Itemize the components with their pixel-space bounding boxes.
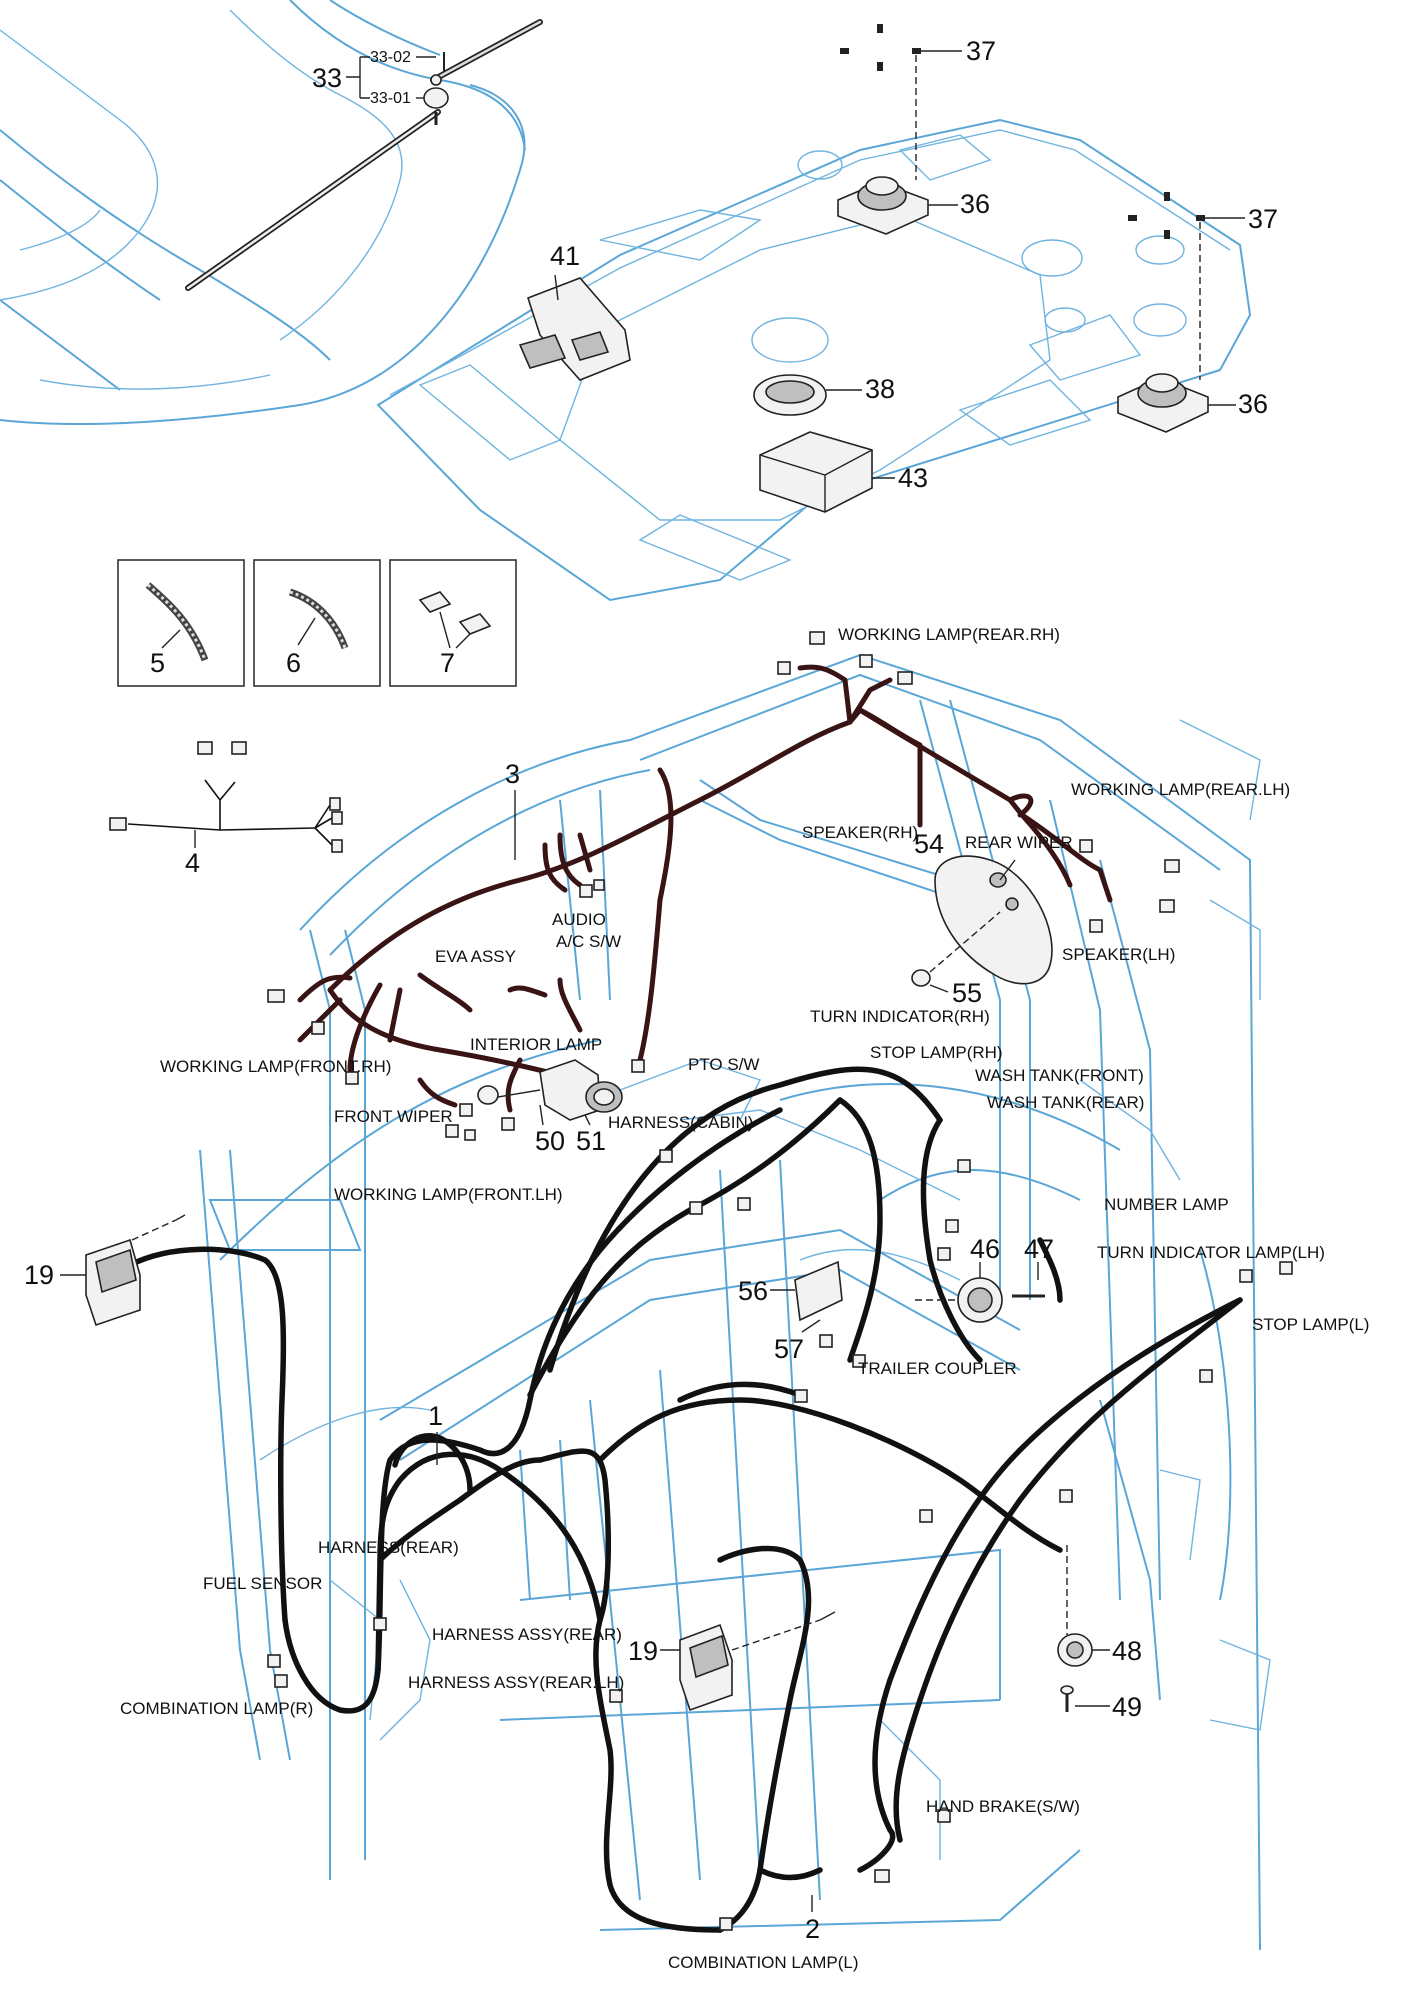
labels: WORKING LAMP(REAR.RH) WORKING LAMP(REAR.… bbox=[120, 625, 1369, 1972]
label-wash-tank-front: WASH TANK(FRONT) bbox=[975, 1066, 1144, 1085]
part-43-module-box: 43 bbox=[759, 431, 928, 513]
svg-text:6: 6 bbox=[286, 648, 301, 678]
svg-text:38: 38 bbox=[865, 374, 895, 404]
svg-text:1: 1 bbox=[428, 1401, 443, 1431]
part-36-speaker-top: 36 bbox=[837, 176, 990, 235]
label-hand-brake-sw: HAND BRAKE(S/W) bbox=[926, 1797, 1080, 1816]
svg-text:19: 19 bbox=[628, 1636, 658, 1666]
svg-text:36: 36 bbox=[1238, 389, 1268, 419]
svg-text:37: 37 bbox=[1248, 204, 1278, 234]
part-38-ceiling-lamp: 38 bbox=[753, 374, 895, 416]
label-audio: AUDIO bbox=[552, 910, 606, 929]
part-19-combination-lamp-left: 19 bbox=[24, 1214, 186, 1327]
svg-text:54: 54 bbox=[914, 829, 944, 859]
inset-part-5: 5 bbox=[117, 559, 245, 687]
part-41-control-unit: 41 bbox=[518, 241, 631, 381]
label-harness-assy-rear: HARNESS ASSY(REAR) bbox=[432, 1625, 622, 1644]
label-combination-lamp-r: COMBINATION LAMP(R) bbox=[120, 1699, 313, 1718]
svg-text:7: 7 bbox=[440, 648, 455, 678]
antenna bbox=[185, 19, 543, 291]
label-harness-rear: HARNESS(REAR) bbox=[318, 1538, 459, 1557]
part-3-cabin-harness bbox=[297, 664, 1113, 1113]
svg-text:46: 46 bbox=[970, 1234, 1000, 1264]
label-working-lamp-front-lh: WORKING LAMP(FRONT.LH) bbox=[334, 1185, 563, 1204]
cab-frame bbox=[199, 653, 1271, 1951]
part-56-relay-module: 56 bbox=[738, 1260, 843, 1322]
callout-1: 1 bbox=[428, 1401, 443, 1465]
part-46-horn: 46 bbox=[915, 1234, 1003, 1323]
label-stop-lamp-rh: STOP LAMP(RH) bbox=[870, 1043, 1003, 1062]
part-49-bolt: 49 bbox=[1060, 1685, 1142, 1722]
label-wash-tank-rear: WASH TANK(REAR) bbox=[987, 1093, 1144, 1112]
label-speaker-lh: SPEAKER(LH) bbox=[1062, 945, 1175, 964]
cab-roof-outer-shell bbox=[0, 0, 526, 426]
svg-text:55: 55 bbox=[952, 978, 982, 1008]
svg-text:33: 33 bbox=[312, 63, 342, 93]
label-trailer-coupler: TRAILER COUPLER bbox=[858, 1359, 1017, 1378]
part-54-rear-wiper-motor: 54 bbox=[914, 829, 1053, 985]
main-harness-connectors bbox=[267, 1149, 1293, 1931]
callout-2: 2 bbox=[805, 1895, 820, 1944]
part-36-speaker-right: 36 bbox=[1117, 373, 1268, 433]
label-fuel-sensor: FUEL SENSOR bbox=[203, 1574, 322, 1593]
svg-text:41: 41 bbox=[550, 241, 580, 271]
svg-text:48: 48 bbox=[1112, 1636, 1142, 1666]
part-37-screws-top: 37 bbox=[840, 24, 996, 180]
callout-33: 33 33-02 33-01 bbox=[312, 49, 436, 107]
label-working-lamp-front-rh: WORKING LAMP(FRONT.RH) bbox=[160, 1057, 391, 1076]
svg-text:56: 56 bbox=[738, 1276, 768, 1306]
svg-text:50: 50 bbox=[535, 1126, 565, 1156]
roof-headliner-panel bbox=[376, 118, 1252, 602]
label-working-lamp-rear-lh: WORKING LAMP(REAR.LH) bbox=[1071, 780, 1290, 799]
label-working-lamp-rear-rh: WORKING LAMP(REAR.RH) bbox=[838, 625, 1060, 644]
svg-text:19: 19 bbox=[24, 1260, 54, 1290]
part-50-51-front-wiper-motor: 50 51 bbox=[477, 1059, 623, 1156]
inset-part-7: 7 bbox=[389, 559, 517, 687]
svg-text:49: 49 bbox=[1112, 1692, 1142, 1722]
part-19-combination-lamp-right: 19 bbox=[628, 1611, 836, 1712]
callout-3: 3 bbox=[505, 759, 520, 860]
part-55-nut: 55 bbox=[911, 911, 1001, 1008]
svg-text:33-01: 33-01 bbox=[370, 90, 411, 107]
svg-text:36: 36 bbox=[960, 189, 990, 219]
label-speaker-rh: SPEAKER(RH) bbox=[802, 823, 918, 842]
svg-text:37: 37 bbox=[966, 36, 996, 66]
part-57-bracket: 57 bbox=[774, 1319, 821, 1364]
label-turn-indicator-lamp-lh: TURN INDICATOR LAMP(LH) bbox=[1097, 1243, 1325, 1262]
part-37-screws-right: 37 bbox=[1128, 192, 1278, 380]
inset-part-6: 6 bbox=[253, 559, 381, 687]
overhead-connectors bbox=[267, 631, 1180, 1141]
label-pto-sw: PTO S/W bbox=[688, 1055, 759, 1074]
label-rear-wiper: REAR WIPER bbox=[965, 833, 1073, 852]
label-interior-lamp: INTERIOR LAMP bbox=[470, 1035, 602, 1054]
svg-text:33-02: 33-02 bbox=[370, 49, 411, 66]
svg-text:51: 51 bbox=[576, 1126, 606, 1156]
svg-text:43: 43 bbox=[898, 463, 928, 493]
svg-text:5: 5 bbox=[150, 648, 165, 678]
label-stop-lamp-l: STOP LAMP(L) bbox=[1252, 1315, 1369, 1334]
svg-text:47: 47 bbox=[1024, 1234, 1054, 1264]
label-ac-sw: A/C S/W bbox=[556, 932, 621, 951]
part-4-sub-harness: 4 bbox=[109, 741, 343, 878]
label-turn-indicator-rh: TURN INDICATOR(RH) bbox=[810, 1007, 990, 1026]
svg-text:3: 3 bbox=[505, 759, 520, 789]
part-48-horn-rear: 48 bbox=[1057, 1545, 1142, 1667]
label-number-lamp: NUMBER LAMP bbox=[1104, 1195, 1229, 1214]
svg-text:4: 4 bbox=[185, 848, 200, 878]
svg-text:2: 2 bbox=[805, 1914, 820, 1944]
label-harness-cabin: HARNESS(CABIN) bbox=[608, 1113, 753, 1132]
label-front-wiper: FRONT WIPER bbox=[334, 1107, 453, 1126]
part-47-bolt: 47 bbox=[1012, 1234, 1054, 1298]
svg-text:57: 57 bbox=[774, 1334, 804, 1364]
label-harness-assy-rear-lh: HARNESS ASSY(REAR.LH) bbox=[408, 1673, 624, 1692]
label-eva-assy: EVA ASSY bbox=[435, 947, 516, 966]
label-combination-lamp-l: COMBINATION LAMP(L) bbox=[668, 1953, 858, 1972]
